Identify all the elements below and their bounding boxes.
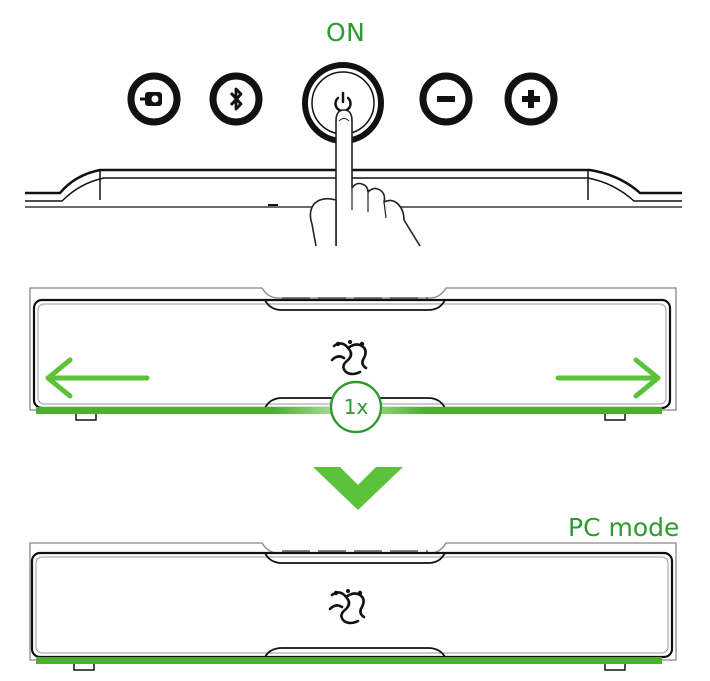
press-count-label: 1x [343,395,369,419]
arrow-right-icon [555,357,661,399]
bluetooth-button[interactable] [209,72,263,126]
arrow-left-icon [45,357,150,399]
chevron-down-icon [313,467,403,510]
power-state-label: ON [326,18,366,47]
plus-icon [522,90,540,108]
lightbar-pc-mode [36,657,662,664]
speaker-panel-dividers [99,170,589,200]
mode-label: PC mode [568,513,680,542]
razer-logo [330,340,368,376]
volume-up-button[interactable] [504,72,558,126]
volume-down-button[interactable] [419,72,473,126]
source-icon [140,92,162,106]
speaker-front-pc-mode [29,542,677,671]
bluetooth-icon [229,87,243,111]
razer-logo [328,589,366,625]
press-count-badge [329,380,383,434]
pressing-hand-icon [309,109,421,247]
source-button[interactable] [127,72,181,126]
minus-icon [437,96,455,102]
speaker-feet [75,414,626,421]
